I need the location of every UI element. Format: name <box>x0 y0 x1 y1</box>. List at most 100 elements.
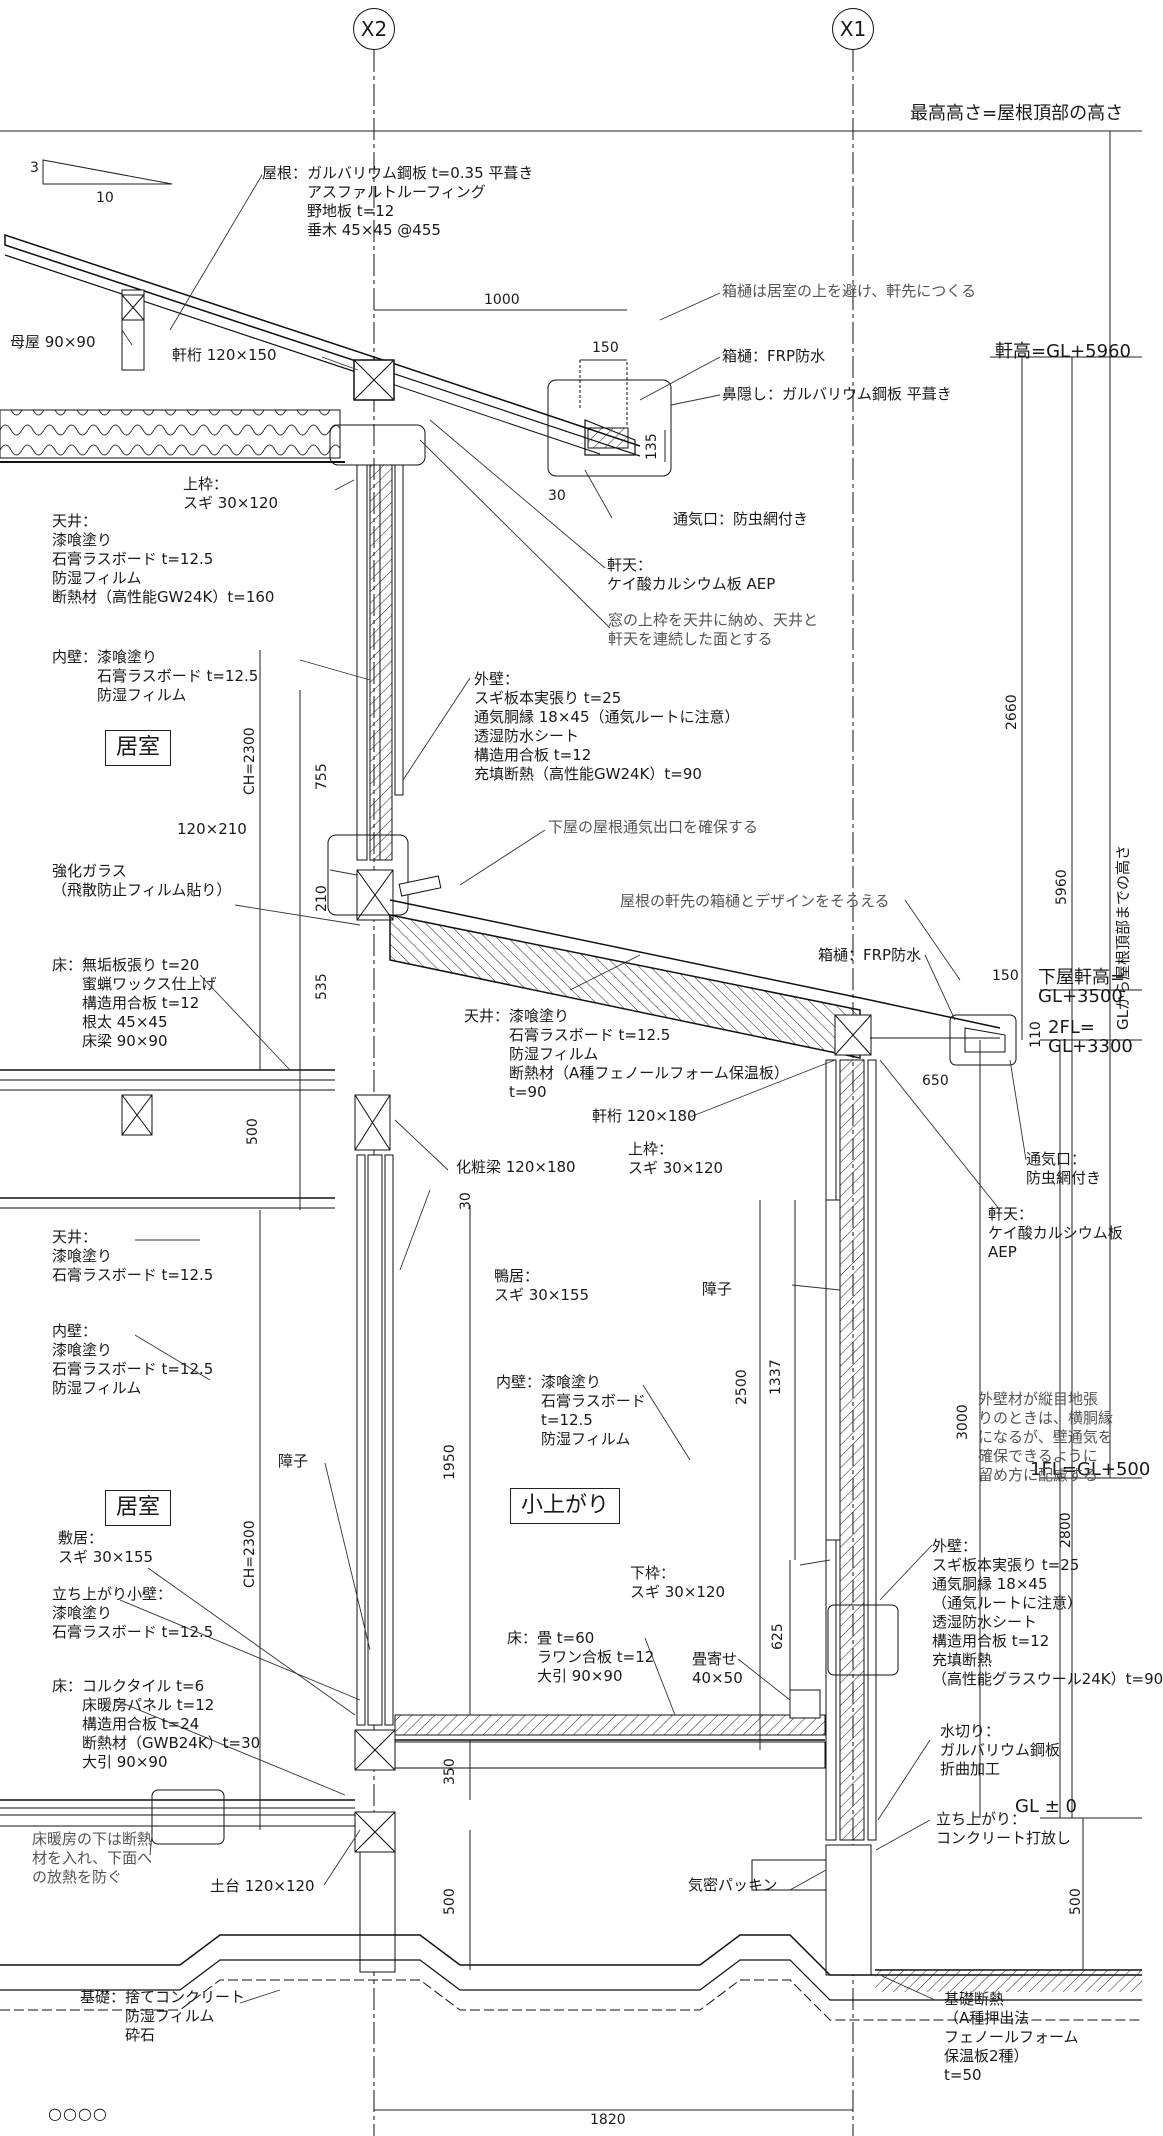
leader-lines <box>114 174 1027 2004</box>
note-inner-wall-2: 内壁：漆喰塗り 石膏ラスボード t=12.5 防湿フィルム <box>496 1373 646 1448</box>
dim-2500: 2500 <box>734 1369 750 1405</box>
note-ceiling-1: 天井： 漆喰塗り 石膏ラスボード t=12.5 <box>52 1228 214 1284</box>
dim-30-mid: 30 <box>458 1192 474 1210</box>
dim-350: 350 <box>442 1758 458 1785</box>
note-lower-gutter-design: 屋根の軒先の箱樋とデザインをそろえる <box>620 892 890 910</box>
note-foundation: 基礎：捨てコンクリート 防湿フィルム 砕石 <box>80 1988 246 2044</box>
ground-wall-x1 <box>825 1059 899 1841</box>
foundation <box>0 1844 1142 2021</box>
level-floor-1: 1FL=GL+500 <box>1030 1459 1151 1480</box>
dim-755: 755 <box>314 763 330 790</box>
note-lower-gutter: 箱樋：FRP防水 <box>818 946 922 964</box>
dim-500-right: 500 <box>1068 1888 1084 1915</box>
grid-marker-x2: X2 <box>353 8 395 50</box>
koagari-floor <box>394 1689 826 1769</box>
note-lintel: 鴨居： スギ 30×155 <box>494 1267 590 1304</box>
slope-run: 10 <box>96 190 114 206</box>
note-eave-beam-lower: 軒桁 120×180 <box>592 1107 697 1125</box>
floor-2-slab <box>0 1069 391 1209</box>
note-ceiling-upper: 天井： 漆喰塗り 石膏ラスボード t=12.5 防湿フィルム 断熱材（高性能GW… <box>52 512 275 606</box>
note-airtight: 気密パッキン <box>688 1876 778 1894</box>
note-upper-frame-lower: 上枠： スギ 30×120 <box>628 1140 724 1177</box>
dim-ch-upper: CH=2300 <box>242 727 258 795</box>
note-outer-wall-batten: 外壁材が縦目地張 りのときは、横胴縁 になるが、壁通気を 確保できるように 留め… <box>978 1390 1114 1484</box>
dim-650: 650 <box>922 1073 949 1089</box>
dim-210: 210 <box>314 885 330 912</box>
dim-2660: 2660 <box>1004 694 1020 730</box>
level-gl: GL ± 0 <box>1015 1796 1077 1817</box>
dim-135: 135 <box>644 433 660 460</box>
slope-rise: 3 <box>30 160 39 176</box>
note-inner-wall-upper: 内壁：漆喰塗り 石膏ラスボード t=12.5 防湿フィルム <box>52 648 259 704</box>
level-eave: 軒高=GL+5960 <box>995 341 1131 362</box>
note-foundation-rise: 立ち上がり： コンクリート打放し <box>936 1810 1072 1847</box>
dim-1820: 1820 <box>590 2112 626 2128</box>
note-tatami-edge: 畳寄せ 40×50 <box>692 1650 743 1687</box>
dim-110: 110 <box>1028 1021 1044 1048</box>
note-vent: 通気口：防虫網付き <box>673 510 809 528</box>
note-floor-heating: 床暖房の下は断熱 材を入れ、下面へ の放熱を防ぐ <box>32 1830 153 1886</box>
dim-500-mid: 500 <box>245 1118 261 1145</box>
upper-wall-x2 <box>327 359 426 921</box>
slope-indicator <box>42 159 173 185</box>
note-ceiling-lower-roof: 天井：漆喰塗り 石膏ラスボード t=12.5 防湿フィルム 断熱材（A種フェノー… <box>464 1007 789 1101</box>
dim-1337: 1337 <box>768 1359 784 1395</box>
dim-2800: 2800 <box>1058 1512 1074 1548</box>
dim-1000: 1000 <box>484 292 520 308</box>
dim-535: 535 <box>314 973 330 1000</box>
note-floor-1: 床：コルクタイル t=6 床暖房パネル t=12 構造用合板 t=24 断熱材（… <box>52 1677 261 1771</box>
note-gutter-location: 箱樋は居室の上を避け、軒先につくる <box>722 282 976 300</box>
dim-1950: 1950 <box>442 1444 458 1480</box>
note-vent-lower: 通気口： 防虫網付き <box>1026 1150 1102 1187</box>
dim-150-lower: 150 <box>992 968 1019 984</box>
level-max-height: 最高高さ=屋根頂部の高さ <box>910 103 1124 124</box>
note-eave-beam: 軒桁 120×150 <box>172 346 277 364</box>
note-low-wall: 立ち上がり小壁： 漆喰塗り 石膏ラスボード t=12.5 <box>52 1585 214 1641</box>
note-shoji-left: 障子 <box>278 1452 309 1470</box>
level-lower-eave: 下屋軒高= GL+3500 <box>1038 967 1126 1007</box>
level-lines <box>0 130 1142 1819</box>
dim-500-left: 500 <box>442 1888 458 1915</box>
note-sill-plate: 土台 120×120 <box>210 1877 315 1895</box>
note-inner-wall-1: 内壁： 漆喰塗り 石膏ラスボード t=12.5 防湿フィルム <box>52 1322 214 1397</box>
lower-roof <box>389 875 1017 1066</box>
note-soffit: 軒天： ケイ酸カルシウム板 AEP <box>607 556 776 593</box>
note-gutter: 箱樋：FRP防水 <box>722 347 826 365</box>
main-gutter <box>547 360 672 477</box>
dim-30-top: 30 <box>548 488 566 504</box>
note-outer-wall-lower: 外壁： スギ板本実張り t=25 通気胴縁 18×45 （通気ルートに注意） 透… <box>932 1537 1163 1688</box>
note-lower-roof-vent: 下屋の屋根通気出口を確保する <box>548 818 759 836</box>
note-flashing: 水切り： ガルバリウム鋼板 折曲加工 <box>940 1722 1061 1778</box>
level-floor-2: 2FL= GL+3300 <box>1048 1017 1133 1057</box>
note-exposed-beam: 化粧梁 120×180 <box>456 1158 576 1176</box>
note-foundation-insulation: 基礎断熱 （A種押出法 フェノールフォーム 保温板2種） t=50 <box>944 1990 1079 2084</box>
note-lower-frame: 下枠： スギ 30×120 <box>630 1564 726 1601</box>
note-sill: 敷居： スギ 30×155 <box>58 1529 154 1566</box>
dim-625: 625 <box>770 1623 786 1650</box>
note-upper-frame: 上枠： スギ 30×120 <box>183 475 279 512</box>
dimension-lines <box>259 131 1111 2111</box>
dim-5960: 5960 <box>1054 869 1070 905</box>
note-tatami: 床：畳 t=60 ラワン合板 t=12 大引 90×90 <box>507 1629 655 1685</box>
note-floor-2: 床：無垢板張り t=20 蜜蝋ワックス仕上げ 構造用合板 t=12 根太 45×… <box>52 956 217 1050</box>
note-outer-wall-upper: 外壁： スギ板本実張り t=25 通気胴縁 18×45（通気ルートに注意） 透湿… <box>474 670 740 783</box>
ridge-height-note: GLから屋根頂部までの高さ <box>1114 845 1132 1030</box>
grid-marker-x1: X1 <box>832 8 874 50</box>
note-window-ceiling: 窓の上枠を天井に納め、天井と 軒天を連続した面とする <box>608 611 819 648</box>
note-purlin: 母屋 90×90 <box>10 333 96 351</box>
note-soffit-lower: 軒天： ケイ酸カルシウム板 AEP <box>988 1205 1123 1261</box>
note-fascia: 鼻隠し：ガルバリウム鋼板 平葺き <box>722 385 952 403</box>
room-lower: 居室 <box>105 1490 172 1526</box>
note-roof: 屋根：ガルバリウム鋼板 t=0.35 平葺き アスファルトルーフィング 野地板 … <box>262 164 534 239</box>
note-glass: 強化ガラス （飛散防止フィルム貼り） <box>52 862 232 899</box>
decorative-circles: ○○○○ <box>48 2104 108 2123</box>
ground-wall-x2 <box>354 1154 396 1853</box>
note-beam-120x210: 120×210 <box>177 820 247 838</box>
room-upper: 居室 <box>105 730 172 766</box>
dim-ch-lower: CH=2300 <box>242 1520 258 1588</box>
floor-1-slab <box>0 1789 355 1845</box>
room-koagari: 小上がり <box>510 1488 621 1524</box>
main-roof <box>0 233 641 463</box>
note-shoji-right: 障子 <box>702 1280 733 1298</box>
